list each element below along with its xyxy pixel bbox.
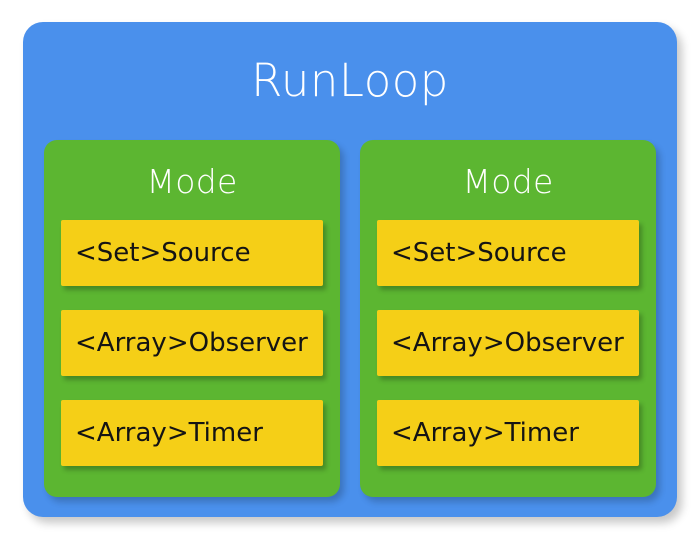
mode-item-observer-1: <Array>Observer bbox=[61, 310, 323, 376]
modes-row: Mode <Set>Source <Array>Observer <Array>… bbox=[44, 140, 656, 497]
mode-item-source-2: <Set>Source bbox=[377, 220, 639, 286]
mode-item-label: <Array>Observer bbox=[75, 328, 308, 358]
mode-item-label: <Array>Observer bbox=[391, 328, 624, 358]
mode-item-source-1: <Set>Source bbox=[61, 220, 323, 286]
mode-item-label: <Set>Source bbox=[75, 238, 251, 268]
mode-item-label: <Set>Source bbox=[391, 238, 567, 268]
runloop-title: RunLoop bbox=[251, 54, 449, 107]
mode-item-timer-2: <Array>Timer bbox=[377, 400, 639, 466]
mode-box-2: Mode <Set>Source <Array>Observer <Array>… bbox=[360, 140, 656, 497]
mode-items-2: <Set>Source <Array>Observer <Array>Timer bbox=[377, 220, 639, 485]
mode-item-timer-1: <Array>Timer bbox=[61, 400, 323, 466]
mode-box-1: Mode <Set>Source <Array>Observer <Array>… bbox=[44, 140, 340, 497]
runloop-container: RunLoop Mode <Set>Source <Array>Observer… bbox=[23, 22, 677, 517]
mode-item-label: <Array>Timer bbox=[75, 418, 263, 448]
mode-item-label: <Array>Timer bbox=[391, 418, 579, 448]
mode-title-1: Mode bbox=[146, 162, 238, 201]
mode-item-observer-2: <Array>Observer bbox=[377, 310, 639, 376]
mode-items-1: <Set>Source <Array>Observer <Array>Timer bbox=[61, 220, 323, 485]
mode-title-2: Mode bbox=[462, 162, 554, 201]
